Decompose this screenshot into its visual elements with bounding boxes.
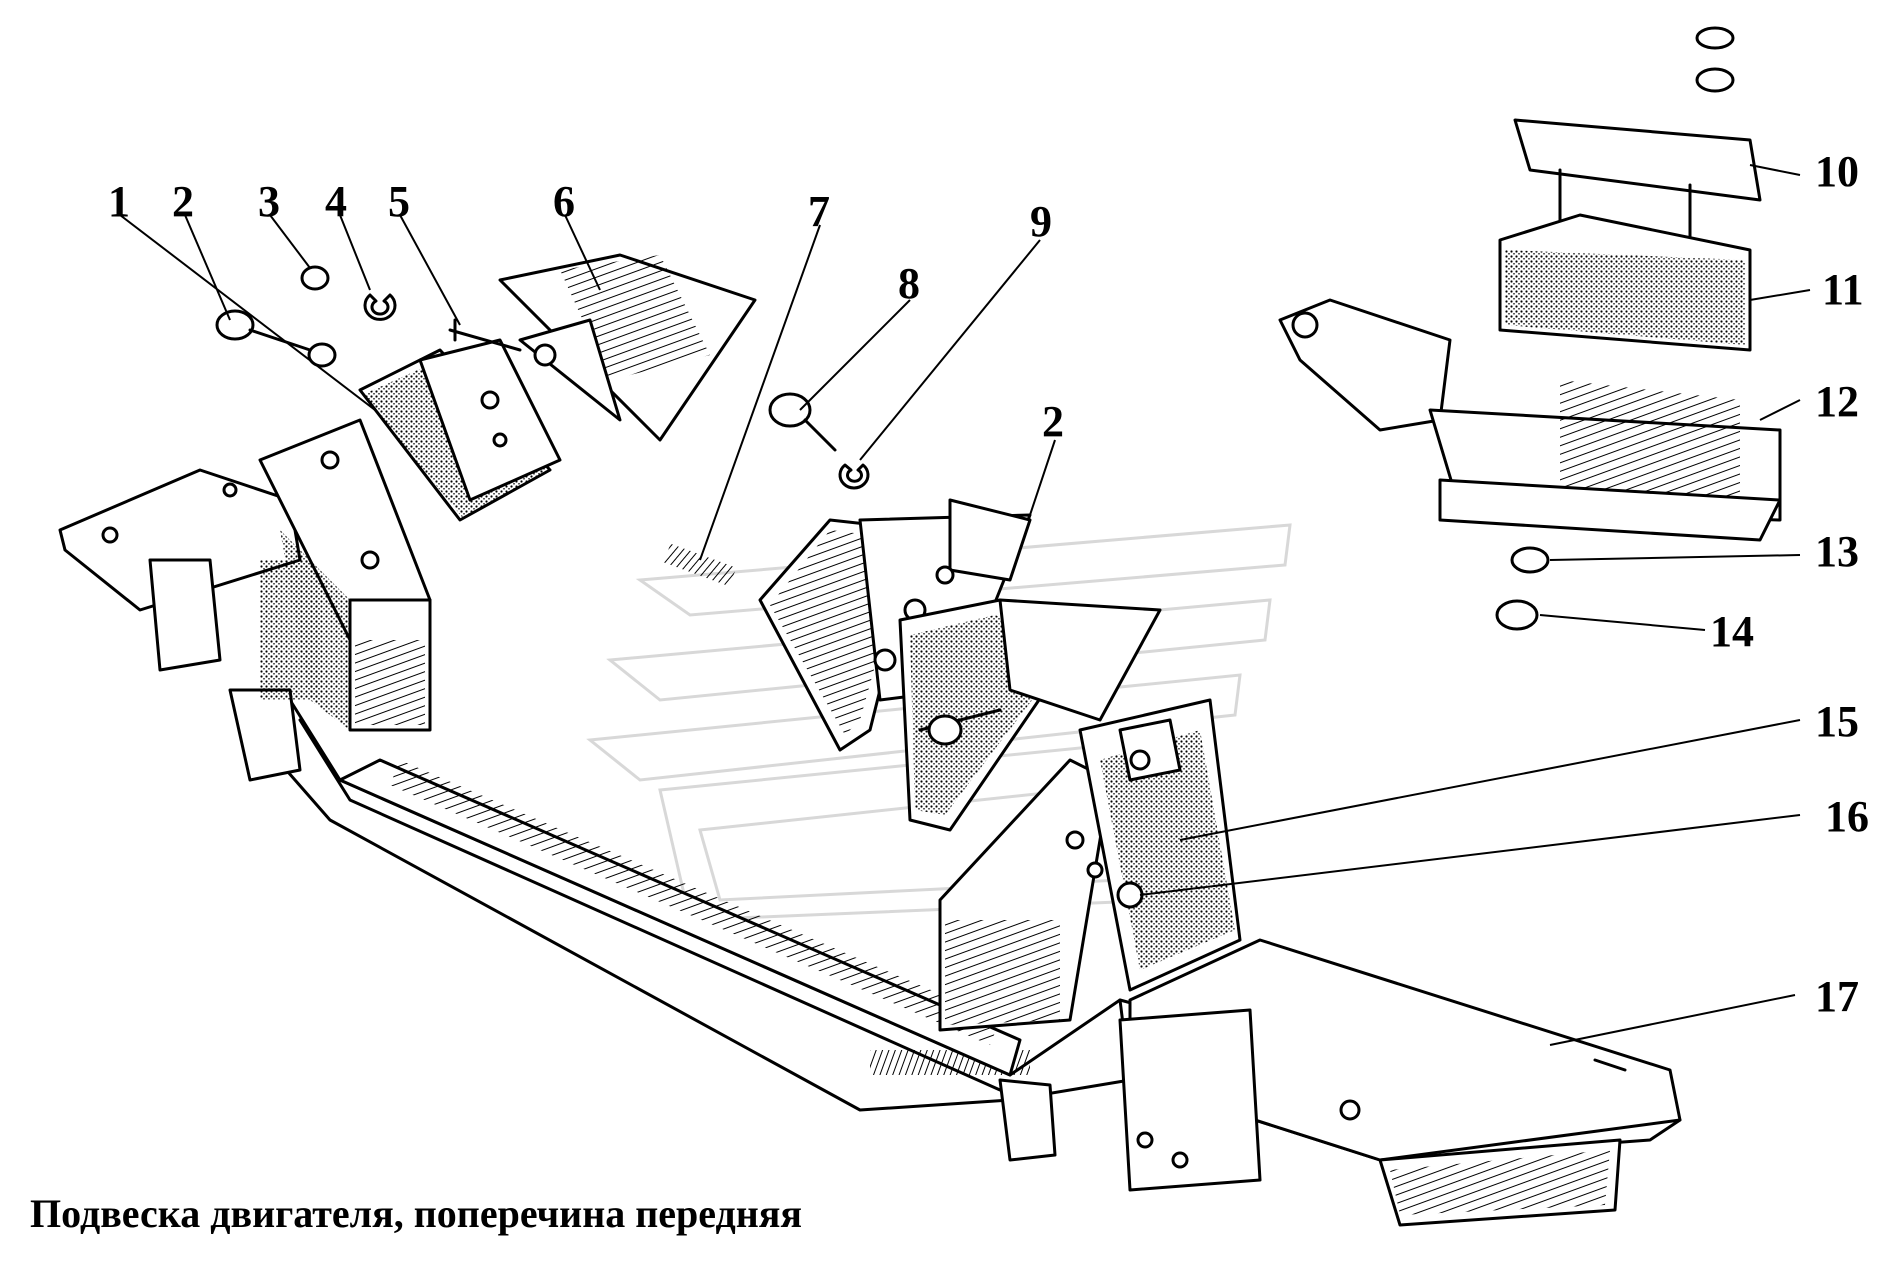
callout-2-left: 2 [172, 177, 194, 226]
stud-center [663, 543, 737, 587]
callout-11: 11 [1822, 265, 1864, 314]
left-upper-bracket [498, 253, 757, 442]
callout-8: 8 [898, 259, 920, 308]
callout-14: 14 [1710, 607, 1754, 656]
callout-15: 15 [1815, 697, 1859, 746]
right-mount-exploded [1278, 26, 1782, 631]
callout-2-center: 2 [1042, 397, 1064, 446]
left-support-bracket [258, 418, 432, 732]
callout-10: 10 [1815, 147, 1859, 196]
callout-16: 16 [1825, 792, 1869, 841]
callout-6: 6 [553, 177, 575, 226]
bolt-and-washer-center [768, 392, 870, 490]
callout-12: 12 [1815, 377, 1859, 426]
callout-1: 1 [108, 177, 130, 226]
bolt-and-washers-left [215, 265, 397, 368]
callout-9: 9 [1030, 197, 1052, 246]
callout-13: 13 [1815, 527, 1859, 576]
callout-7: 7 [808, 187, 830, 236]
left-rubber-cushion [358, 338, 562, 522]
callout-5: 5 [388, 177, 410, 226]
callout-17: 17 [1815, 972, 1859, 1021]
right-support-bracket [938, 698, 1242, 1032]
diagram-caption: Подвеска двигателя, поперечина передняя [30, 1191, 803, 1236]
center-cushion-assembly [758, 498, 1162, 832]
leader-lines [119, 164, 1811, 1046]
stud-left [448, 318, 522, 352]
callout-4: 4 [325, 177, 347, 226]
callout-3: 3 [258, 177, 280, 226]
front-crossmember [58, 468, 1682, 1227]
